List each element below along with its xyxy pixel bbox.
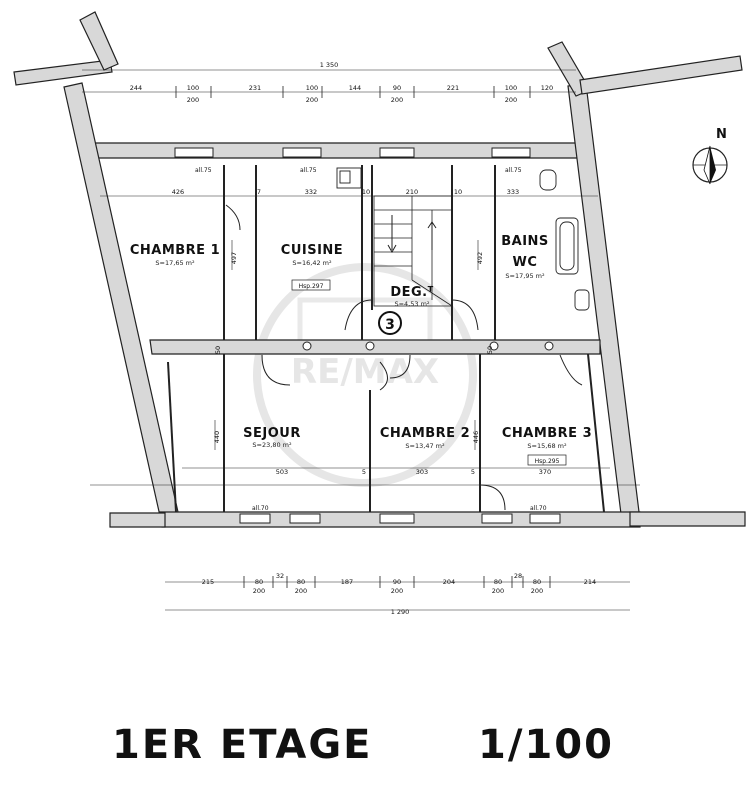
plan-scale: 1/100	[478, 722, 614, 768]
bottom-dim-seg: 204	[443, 578, 455, 586]
bottom-dim-height: 200	[492, 587, 504, 595]
interior-dim: 440	[213, 431, 221, 443]
room-area-chambre-1: S=17,65 m²	[155, 259, 195, 267]
room-name-chambre-3: CHAMBRE 3	[502, 426, 592, 441]
top-dim-height: 200	[391, 96, 403, 104]
room-area-chambre-2: S=13,47 m²	[405, 442, 445, 450]
bottom-dim-seg: 90	[393, 578, 401, 586]
watermark-text: RE/MAX	[291, 352, 439, 392]
interior-dim: 5	[471, 468, 475, 476]
top-dim-height: 200	[306, 96, 318, 104]
interior-dim: 446	[472, 431, 480, 443]
room-name-sejour: SEJOUR	[243, 426, 301, 441]
dimension-ticks	[175, 86, 551, 588]
interior-dim: 10	[362, 188, 370, 196]
bottom-dim-height: 200	[391, 587, 403, 595]
bottom-dim-seg: 214	[584, 578, 596, 586]
interior-dim: 5	[362, 468, 366, 476]
top-dim-seg: 90	[393, 84, 401, 92]
window-sill-label: all.75	[195, 167, 212, 174]
bottom-dim-seg: 80	[297, 578, 305, 586]
interior-dim: 492	[476, 252, 484, 264]
north-label: N	[716, 127, 727, 142]
hsp-label-chambre-3: Hsp.295	[535, 458, 560, 465]
room-area-cuisine: S=16,42 m²	[292, 259, 332, 267]
bottom-dim-seg: 187	[341, 578, 353, 586]
room-name-cuisine: CUISINE	[281, 243, 343, 258]
interior-dim: 10	[454, 188, 462, 196]
window-sill-label: all.70	[530, 505, 547, 512]
top-dim-seg: 120	[541, 84, 553, 92]
room-name-wc: WC	[513, 255, 538, 270]
bottom-dim-seg: 215	[202, 578, 214, 586]
floor-level-title: 1ER ETAGE	[112, 722, 373, 768]
interior-dim: 50	[486, 346, 494, 354]
interior-dim: 497	[230, 252, 238, 264]
top-dim-seg: 144	[349, 84, 361, 92]
stair-number: 3	[385, 317, 395, 333]
bottom-dim-seg: 80	[533, 578, 541, 586]
radiator-markers	[302, 341, 554, 351]
hsp-box-chambre-3	[527, 454, 567, 466]
top-dim-seg: 231	[249, 84, 261, 92]
room-name-chambre-2: CHAMBRE 2	[380, 426, 470, 441]
hsp-label-cuisine: Hsp.297	[299, 283, 324, 290]
interior-dim: 7	[257, 188, 261, 196]
interior-dim: 210	[406, 188, 418, 196]
interior-dim: 333	[507, 188, 519, 196]
bottom-windows	[239, 513, 561, 524]
bottom-dim-seg: 80	[494, 578, 502, 586]
interior-dim: 50	[214, 346, 222, 354]
bottom-total-dim: 1 290	[391, 608, 410, 616]
top-dim-seg: 244	[130, 84, 142, 92]
top-dim-seg: 100	[505, 84, 517, 92]
bottom-dim-seg: 32	[276, 572, 284, 580]
top-total-dim: 1 350	[320, 61, 339, 69]
top-windows	[174, 147, 531, 158]
interior-dim: 426	[172, 188, 184, 196]
watermark-logo: RE/MAX	[253, 263, 477, 487]
window-sill-label: all.70	[252, 505, 269, 512]
room-name-bains: BAINS	[501, 234, 549, 249]
top-dim-height: 200	[505, 96, 517, 104]
bottom-dim-seg: 80	[255, 578, 263, 586]
interior-dim: 503	[276, 468, 288, 476]
top-dim-seg: 100	[187, 84, 199, 92]
room-area-chambre-3: S=15,68 m²	[527, 442, 567, 450]
interior-partitions	[167, 165, 605, 513]
north-compass-icon: N	[692, 127, 728, 185]
bottom-dim-height: 200	[531, 587, 543, 595]
hsp-box-cuisine	[291, 279, 331, 291]
interior-dim: 303	[416, 468, 428, 476]
interior-dim: 332	[305, 188, 317, 196]
room-name-chambre-1: CHAMBRE 1	[130, 243, 220, 258]
room-area-sejour: S=23,80 m²	[252, 441, 292, 449]
bottom-dim-height: 200	[253, 587, 265, 595]
top-dim-seg: 221	[447, 84, 459, 92]
bottom-dim-seg: 28	[514, 572, 522, 580]
top-dim-seg: 100	[306, 84, 318, 92]
interior-dim: 370	[539, 468, 551, 476]
window-sill-label: all.75	[505, 167, 522, 174]
window-sill-label: all.75	[300, 167, 317, 174]
room-name-degt: DEG.ᵀ	[390, 285, 433, 300]
room-area-bains: S=17,95 m²	[505, 272, 545, 280]
stair-number-badge: 3	[378, 311, 402, 335]
bathroom-fixtures	[336, 167, 590, 311]
top-dim-height: 200	[187, 96, 199, 104]
room-area-degt: S=4,53 m²	[394, 300, 429, 308]
staircase	[344, 195, 479, 331]
bottom-dim-height: 200	[295, 587, 307, 595]
exterior-walls	[13, 11, 746, 528]
